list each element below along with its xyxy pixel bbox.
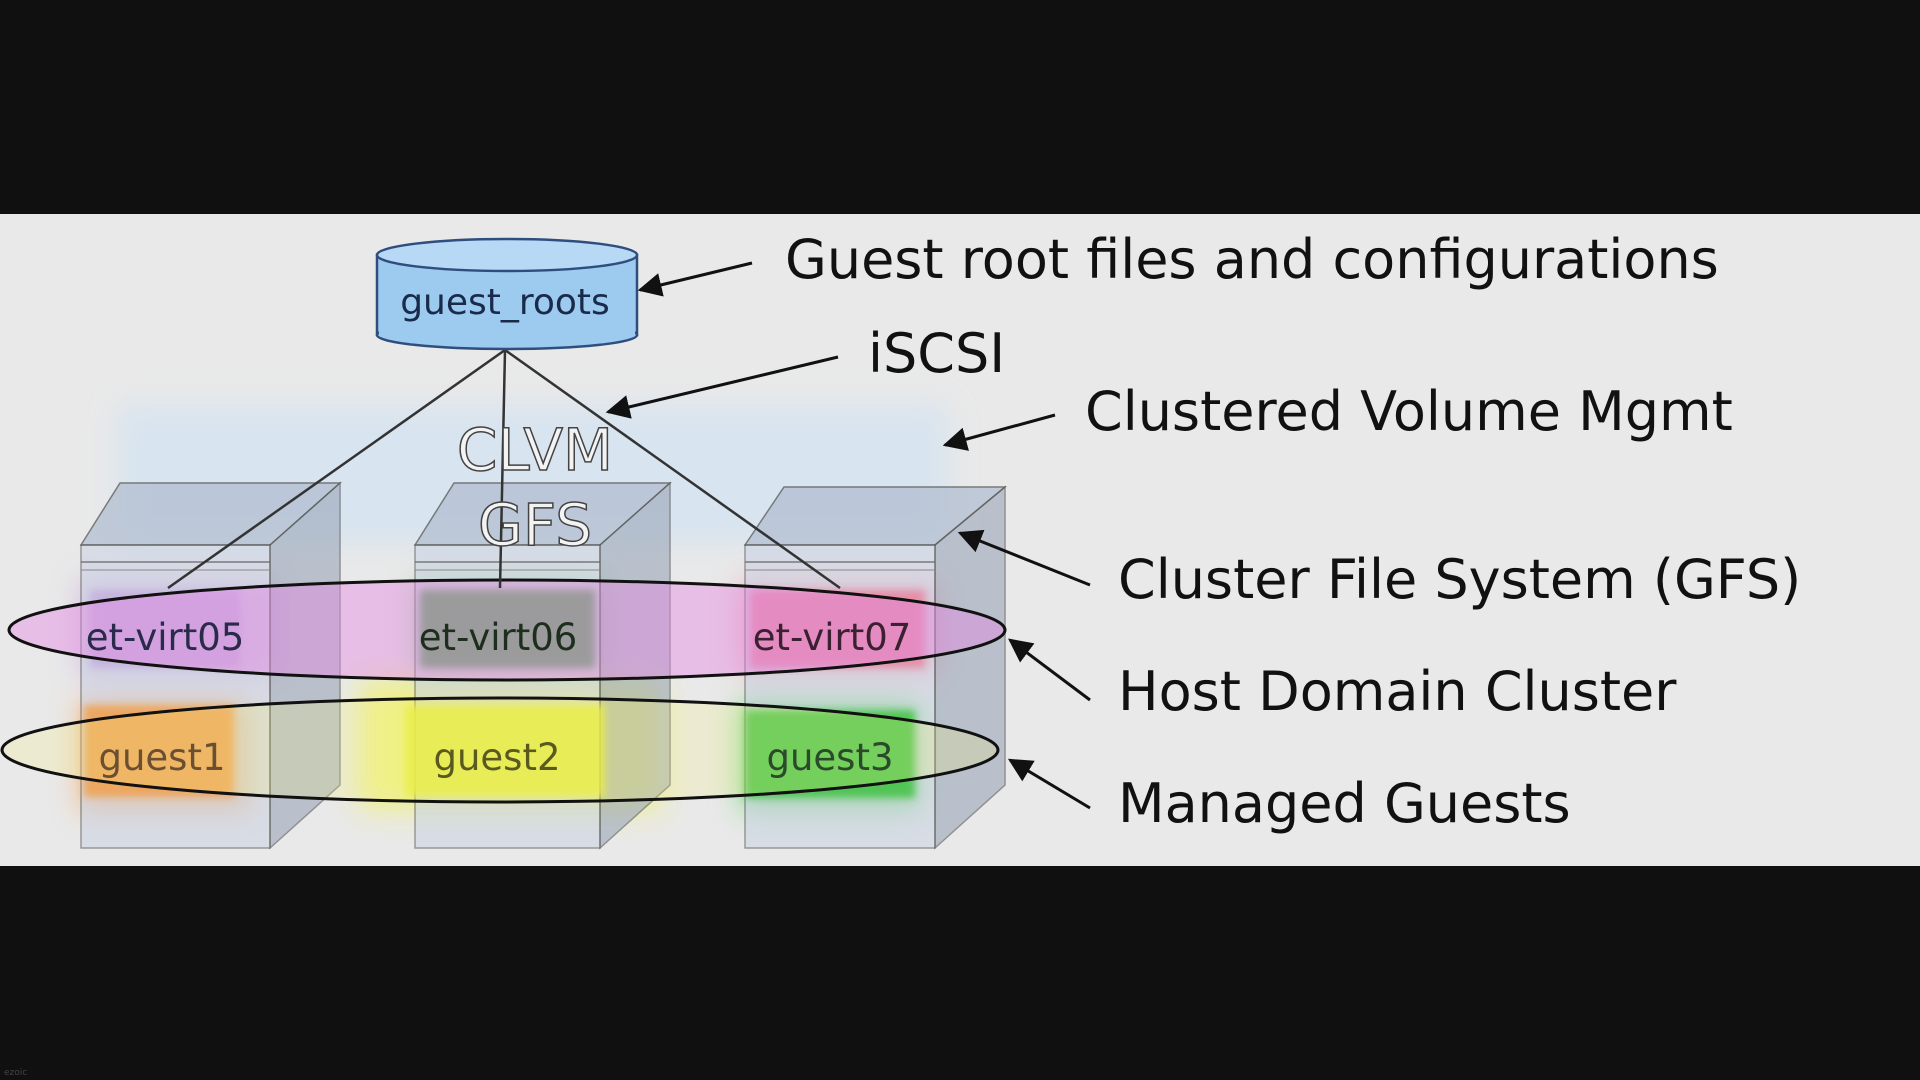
iscsi-link-et-virt07 [504, 348, 841, 590]
gfs-overlay-label: GFS [478, 491, 592, 559]
clvm-overlay-label: CLVM [457, 416, 613, 484]
guest-roots-storage-icon [375, 237, 639, 351]
arrow-iscsi [605, 355, 839, 419]
guest-label-guest3: guest3 [766, 736, 893, 779]
host-patch-et-virt06 [420, 590, 595, 668]
host-label-et-virt06: et-virt06 [419, 616, 578, 659]
storage-label: guest_roots [400, 282, 610, 323]
callout-host-cluster: Host Domain Cluster [1118, 660, 1677, 723]
callout-arrows [605, 261, 1091, 810]
arrow-guest-root-files [637, 261, 753, 297]
callout-iscsi: iSCSI [868, 322, 1005, 385]
callout-managed-guests: Managed Guests [1118, 772, 1571, 835]
callout-guest-root-files: Guest root files and configurations [785, 228, 1719, 291]
guest-label-guest1: guest1 [98, 736, 225, 779]
managed-guests-ring [0, 696, 1000, 804]
arrow-clvm [942, 413, 1056, 451]
arrow-managed-guests [1007, 758, 1091, 810]
host-label-et-virt07: et-virt07 [753, 616, 912, 659]
iscsi-link-et-virt06 [498, 349, 507, 589]
guest-label-guest2: guest2 [433, 736, 560, 779]
callout-gfs: Cluster File System (GFS) [1118, 548, 1801, 611]
iscsi-link-et-virt05 [167, 348, 506, 590]
arrow-gfs [957, 529, 1091, 587]
arrow-host-cluster [1008, 638, 1091, 702]
callout-clvm: Clustered Volume Mgmt [1085, 380, 1733, 443]
host-patch-et-virt05 [90, 590, 240, 668]
host-patch-et-virt07 [750, 590, 925, 668]
host-domain-cluster-ring [7, 578, 1007, 682]
host-label-et-virt05: et-virt05 [86, 616, 245, 659]
guest-patch-guest2 [405, 705, 605, 797]
watermark-text: ezoic [4, 1068, 28, 1078]
